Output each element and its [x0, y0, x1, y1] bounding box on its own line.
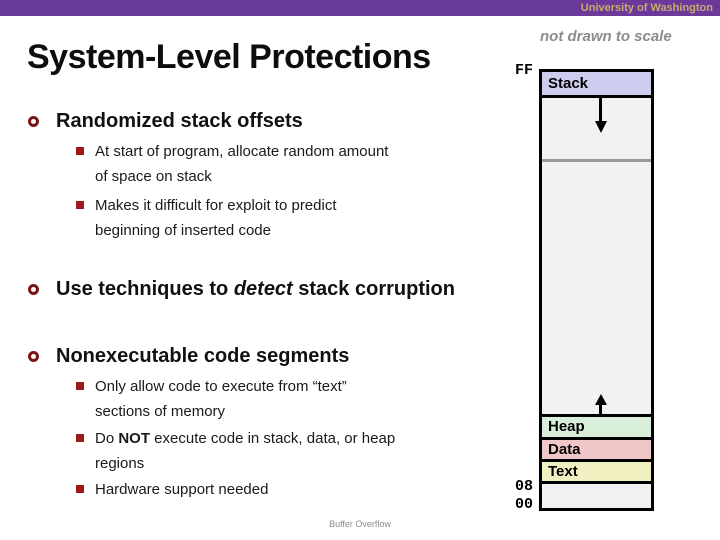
scale-note: not drawn to scale	[540, 28, 672, 45]
segment-label-data: Data	[548, 441, 581, 458]
square-bullet-icon	[76, 201, 84, 209]
address-label-08: 08	[514, 478, 533, 495]
memory-region-reserved	[539, 481, 654, 511]
bullet-label-prefix: Use techniques to	[56, 278, 234, 300]
memory-map-diagram: Stack Heap Data Text	[539, 69, 654, 511]
bullet-nonexecutable-segments: Nonexecutable code segments	[28, 344, 506, 369]
heap-growth-arrow-icon	[594, 394, 607, 414]
sub-bullet-text: At start of program, allocate random amo…	[95, 143, 389, 185]
bullet-randomized-offsets: Randomized stack offsets	[28, 109, 506, 134]
segment-label-stack: Stack	[548, 75, 589, 92]
sub-bullet-bold: NOT	[118, 430, 151, 447]
sub-bullet-text: Makes it difficult for exploit to predic…	[95, 197, 337, 239]
bullet-label: Use techniques to detect stack corruptio…	[56, 277, 506, 302]
bullet-label: Nonexecutable code segments	[56, 345, 350, 367]
memory-region-unused	[539, 162, 654, 414]
memory-region-stack-growth	[539, 98, 654, 159]
address-label-ff: FF	[514, 62, 533, 79]
sub-bullet-hardware-support: Hardware support needed	[76, 477, 525, 502]
sub-bullet-random-alloc: At start of program, allocate random amo…	[76, 139, 525, 189]
bullet-label-suffix: stack corruption	[292, 278, 455, 300]
square-bullet-icon	[76, 147, 84, 155]
segment-label-text: Text	[548, 463, 578, 480]
circle-bullet-icon	[28, 351, 39, 362]
bullet-detect-corruption: Use techniques to detect stack corruptio…	[28, 277, 506, 302]
memory-segment-stack: Stack	[539, 69, 654, 98]
sub-bullet-text: Hardware support needed	[95, 481, 269, 498]
square-bullet-icon	[76, 485, 84, 493]
sub-bullet-text-sections: Only allow code to execute from “text” s…	[76, 374, 525, 424]
square-bullet-icon	[76, 382, 84, 390]
sub-bullet-text: Do NOT execute code in stack, data, or h…	[95, 426, 525, 476]
sub-bullet-suffix: execute code in stack, data, or heap reg…	[95, 430, 396, 472]
sub-bullet-text: Only allow code to execute from “text” s…	[95, 378, 347, 420]
circle-bullet-icon	[28, 284, 39, 295]
circle-bullet-icon	[28, 116, 39, 127]
sub-bullet-predict-difficulty: Makes it difficult for exploit to predic…	[76, 193, 525, 243]
segment-label-heap: Heap	[548, 418, 585, 435]
bullet-label-emphasis: detect	[233, 278, 293, 300]
slide-footer: Buffer Overflow	[329, 519, 391, 529]
address-label-00: 00	[514, 496, 533, 513]
random-offset-divider	[539, 159, 654, 162]
banner-label: University of Washington	[580, 2, 713, 14]
university-banner: University of Washington	[0, 0, 720, 16]
bullet-label: Randomized stack offsets	[56, 110, 303, 132]
memory-segment-heap: Heap	[539, 414, 654, 440]
square-bullet-icon	[76, 434, 84, 442]
stack-growth-arrow-icon	[594, 98, 607, 133]
page-title: System-Level Protections	[27, 38, 431, 76]
sub-bullet-no-execute: Do NOT execute code in stack, data, or h…	[76, 426, 525, 476]
sub-bullet-prefix: Do	[95, 430, 119, 447]
